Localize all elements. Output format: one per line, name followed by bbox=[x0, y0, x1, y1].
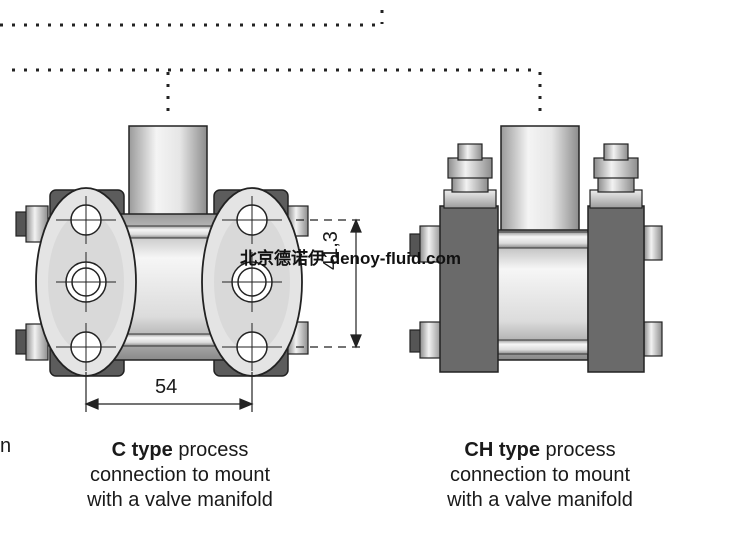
ch-type-assembly bbox=[409, 125, 663, 373]
c-type-line3: with a valve manifold bbox=[87, 489, 273, 511]
c-type-assembly bbox=[15, 125, 366, 412]
dimension-width bbox=[84, 372, 254, 412]
c-type-title: C type bbox=[111, 439, 173, 461]
ch-type-line3: with a valve manifold bbox=[447, 489, 633, 511]
ch-type-stud-right bbox=[589, 143, 643, 209]
c-type-top-cylinder bbox=[128, 125, 208, 223]
ch-type-bolts bbox=[409, 225, 663, 359]
ch-type-caption: CH type process connection to mount with… bbox=[420, 438, 660, 513]
dimension-height bbox=[296, 218, 366, 349]
ch-type-stud-left bbox=[443, 143, 497, 209]
dimension-width-label: 54 bbox=[155, 376, 178, 398]
leader-lines bbox=[0, 10, 542, 120]
ch-type-line2: connection to mount bbox=[449, 464, 631, 486]
cut-off-text: n bbox=[0, 435, 12, 457]
ch-type-title: CH type bbox=[464, 439, 540, 461]
ch-type-block-right bbox=[587, 205, 645, 373]
c-type-body-ring-bottom bbox=[111, 333, 225, 347]
ch-type-block-left bbox=[439, 205, 499, 373]
watermark: 北京德诺伊 denoy-fluid.com bbox=[240, 249, 461, 268]
c-type-line1: process bbox=[172, 439, 249, 461]
c-type-line2: connection to mount bbox=[89, 464, 271, 486]
ch-type-line1: process bbox=[539, 439, 616, 461]
c-type-caption: C type process connection to mount with … bbox=[60, 438, 300, 513]
c-type-center-lines bbox=[56, 196, 282, 371]
ch-type-top-cylinder bbox=[500, 125, 580, 237]
